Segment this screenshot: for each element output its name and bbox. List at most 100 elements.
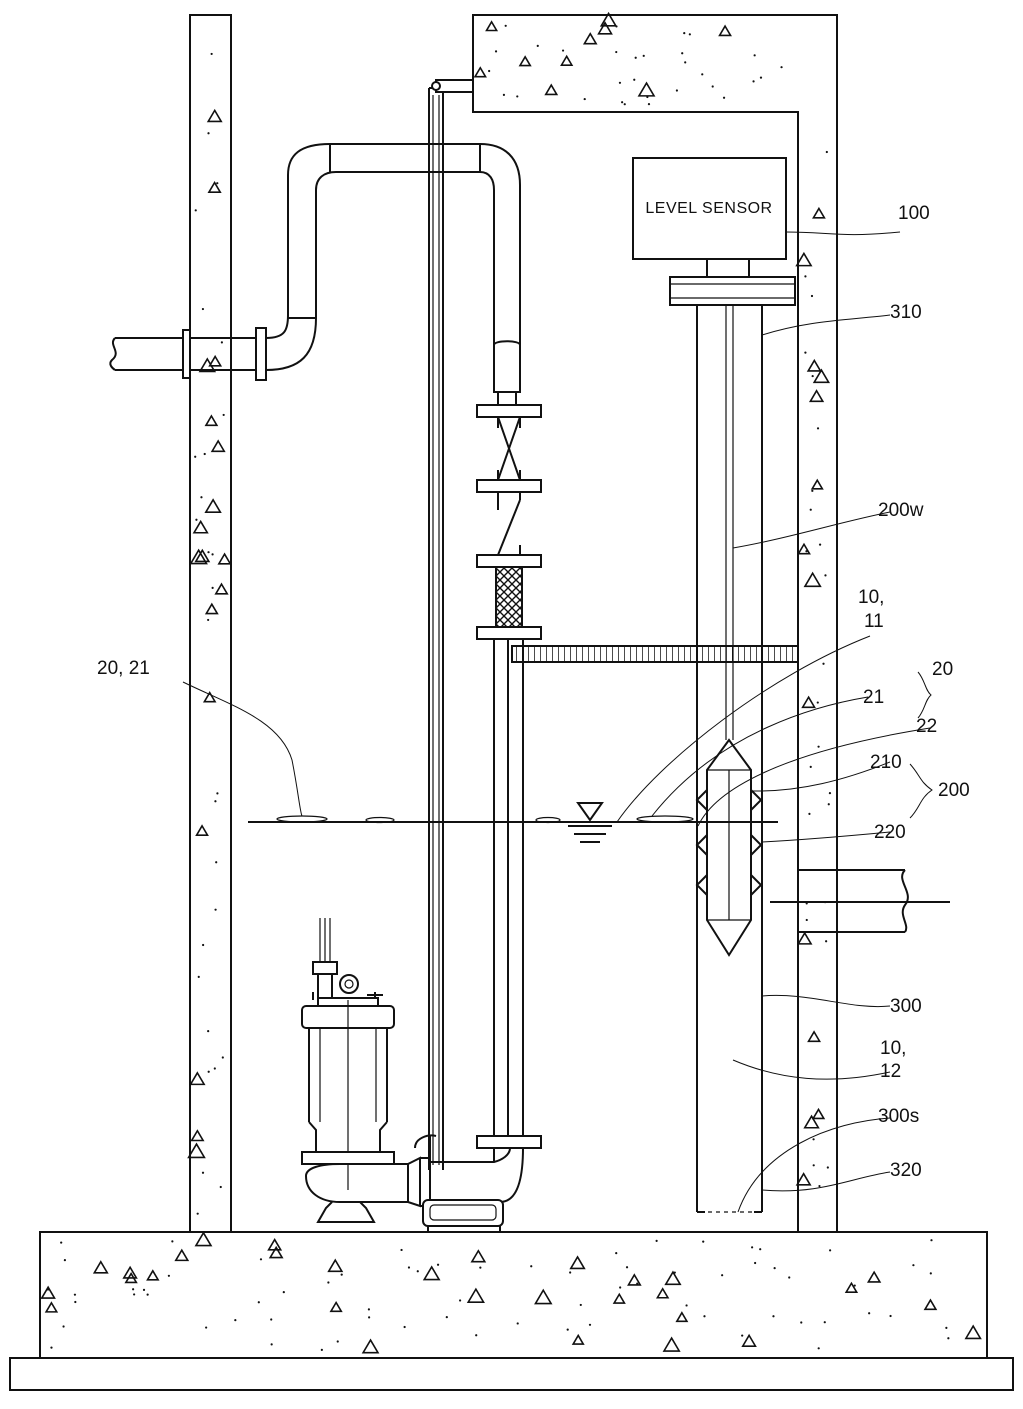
aggregate-dot — [216, 792, 219, 795]
aggregate-mark — [655, 1287, 670, 1299]
aggregate-dot — [445, 1315, 448, 1319]
discharge-pipe — [109, 143, 521, 405]
aggregate-dot — [683, 32, 686, 35]
aggregate-dot — [340, 1273, 343, 1276]
aggregate-mark — [267, 1237, 283, 1251]
aggregate-mark — [210, 439, 226, 453]
aggregate-mark — [327, 1258, 344, 1273]
aggregate-dot — [853, 1284, 856, 1287]
aggregate-dot — [868, 1312, 871, 1315]
aggregate-dot — [195, 518, 198, 521]
aggregate-dot — [788, 1276, 791, 1279]
aggregate-dot — [675, 89, 678, 92]
aggregate-dot — [214, 800, 217, 803]
aggregate-dot — [646, 95, 649, 99]
aggregate-dot — [282, 1291, 285, 1294]
aggregate-dot — [475, 1334, 478, 1337]
aggregate-dot — [655, 1239, 658, 1242]
aggregate-dot — [488, 69, 491, 73]
aggregate-mark — [40, 1285, 56, 1299]
aggregate-dot — [207, 551, 210, 554]
aggregate-dot — [210, 52, 213, 56]
aggregate-dot — [721, 1274, 724, 1277]
aggregate-dot — [211, 586, 214, 589]
aggregate-dot — [685, 1304, 688, 1307]
aggregate-dot — [681, 52, 684, 55]
aggregate-mark — [473, 66, 487, 78]
aggregate-dot — [494, 50, 498, 53]
aggregate-dot — [929, 1272, 932, 1275]
aggregate-mark — [803, 571, 822, 588]
aggregate-dot — [702, 1240, 705, 1243]
grating-platform — [511, 645, 799, 663]
label-220: 220 — [874, 822, 906, 843]
water-surface — [248, 802, 778, 843]
aggregate-dot — [822, 662, 825, 665]
aggregate-dot — [773, 1267, 776, 1270]
aggregate-dot — [642, 54, 645, 57]
aggregate-dot — [759, 76, 763, 79]
aggregate-dot — [403, 1325, 406, 1329]
aggregate-dot — [930, 1239, 933, 1242]
label-22: 22 — [916, 716, 937, 737]
aggregate-mark — [174, 1248, 190, 1262]
aggregate-dot — [634, 56, 637, 59]
base-footing — [9, 1357, 1014, 1391]
aggregate-dot — [416, 1270, 419, 1273]
aggregate-dot — [320, 1348, 323, 1351]
aggregate-mark — [812, 368, 831, 384]
aggregate-mark — [810, 478, 824, 490]
aggregate-mark — [664, 1270, 682, 1286]
aggregate-mark — [795, 1172, 812, 1186]
aggregate-mark — [195, 824, 209, 836]
reference-labels: 100 310 200w 10, 11 20, 21 20 21 22 210 … — [97, 203, 970, 1181]
label-210: 210 — [870, 752, 902, 773]
strainer — [495, 566, 523, 628]
aggregate-dot — [569, 1271, 572, 1274]
aggregate-mark — [485, 20, 499, 32]
aggregate-dot — [812, 1138, 815, 1141]
aggregate-dot — [945, 1326, 948, 1329]
aggregate-mark — [812, 206, 826, 219]
aggregate-dot — [684, 61, 687, 64]
aggregate-dot — [752, 80, 755, 83]
aggregate-mark — [361, 1338, 380, 1354]
aggregate-dot — [220, 341, 223, 344]
aggregate-mark — [208, 354, 223, 367]
aggregate-mark — [422, 1265, 441, 1281]
aggregate-dot — [588, 1323, 592, 1326]
aggregate-dot — [133, 1293, 136, 1296]
aggregate-mark — [189, 548, 208, 565]
aggregate-dot — [203, 452, 206, 456]
aggregate-mark — [582, 32, 598, 45]
aggregate-dot — [828, 792, 832, 795]
aggregate-dot — [816, 701, 819, 704]
aggregate-dot — [327, 1281, 330, 1284]
aggregate-dot — [816, 427, 820, 430]
aggregate-dot — [196, 1212, 199, 1215]
aggregate-dot — [367, 1308, 371, 1311]
aggregate-dot — [804, 275, 807, 278]
aggregate-mark — [214, 582, 229, 595]
right-wall — [472, 14, 838, 1233]
aggregate-dot — [889, 1314, 892, 1318]
aggregate-dot — [46, 1288, 50, 1291]
aggregate-mark — [92, 1260, 109, 1274]
aggregate-mark — [811, 1107, 826, 1120]
aggregate-dot — [566, 1328, 569, 1331]
aggregate-mark — [518, 55, 532, 67]
aggregate-mark — [124, 1271, 138, 1284]
aggregate-dot — [805, 918, 808, 922]
label-200: 200 — [938, 780, 970, 801]
aggregate-dot — [270, 1318, 273, 1321]
label-21: 21 — [863, 687, 884, 708]
aggregate-dot — [800, 1321, 803, 1324]
label-20: 20 — [932, 659, 953, 680]
aggregate-dot — [221, 1056, 224, 1059]
aggregate-dot — [201, 307, 205, 311]
aggregate-dot — [827, 803, 830, 806]
label-310: 310 — [890, 302, 922, 323]
concrete-aggregate — [40, 11, 982, 1354]
aggregate-mark — [204, 602, 219, 615]
aggregate-dot — [823, 1321, 826, 1324]
